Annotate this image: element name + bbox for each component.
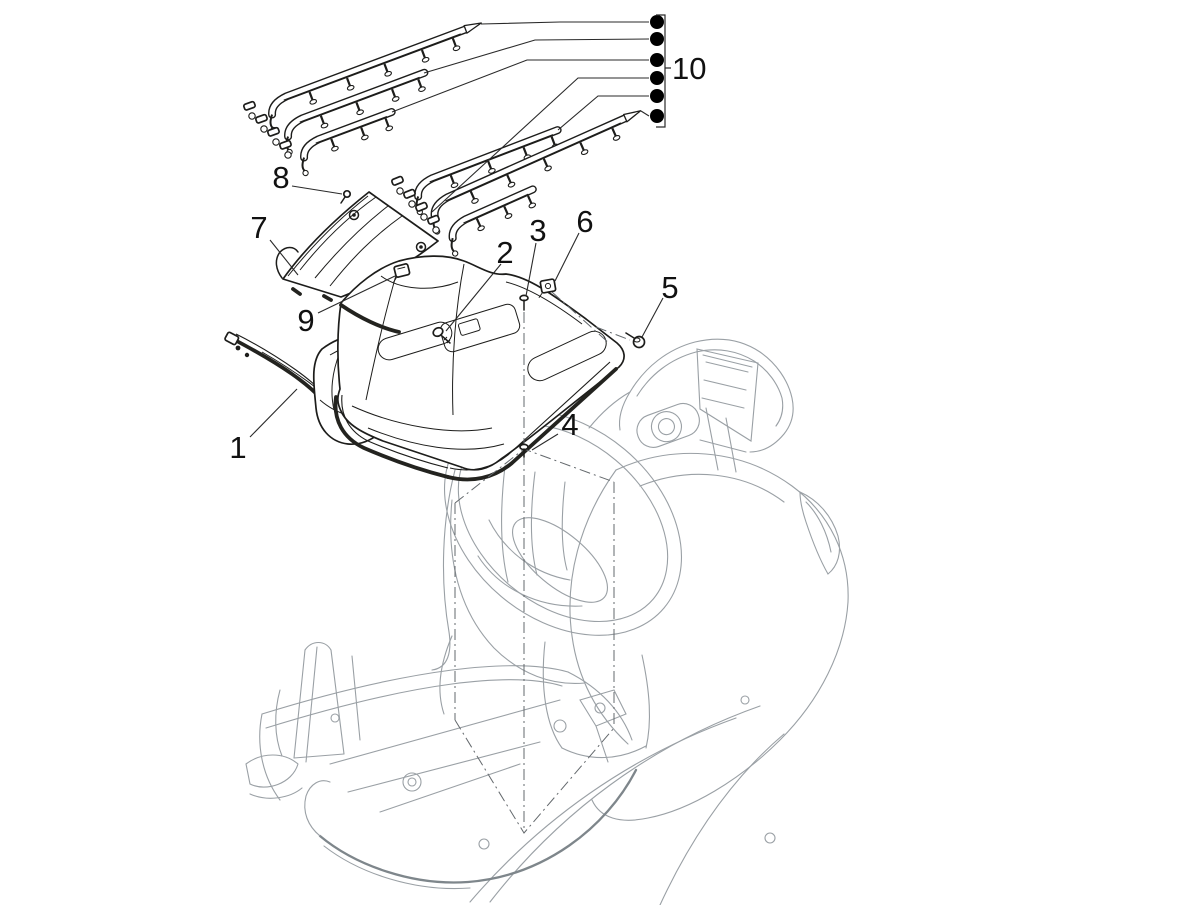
part-label-8: 8 <box>272 160 289 195</box>
screw-2 <box>432 326 451 344</box>
inspection-cover <box>275 191 439 302</box>
clip-6 <box>538 278 557 299</box>
central-cover <box>333 255 625 482</box>
fasteners <box>340 189 646 458</box>
projection-lines <box>454 291 631 834</box>
part-label-4: 4 <box>561 407 578 442</box>
screw-4 <box>519 443 529 458</box>
part-label-5: 5 <box>661 270 678 305</box>
strip-end-fittings-right <box>390 175 440 234</box>
callouts: 1 2 3 4 5 6 7 8 9 10 <box>229 14 706 465</box>
clip-9 <box>393 263 411 283</box>
part-label-1: 1 <box>229 430 246 465</box>
screw-3 <box>519 294 529 311</box>
screw-8 <box>340 189 352 204</box>
floor-strips-left-group <box>242 22 482 177</box>
part-label-3: 3 <box>529 213 546 248</box>
group-dot <box>650 71 664 85</box>
frame-artwork <box>245 338 849 905</box>
part-label-6: 6 <box>576 204 593 239</box>
group-dot <box>650 15 664 29</box>
rubber-strip-long-left <box>268 22 482 134</box>
group-bracket <box>656 14 671 128</box>
part-label-7: 7 <box>250 210 267 245</box>
group-dot <box>650 32 664 46</box>
rubber-strip-short-right <box>448 185 537 257</box>
group-dot <box>650 53 664 67</box>
group-dot <box>650 109 664 123</box>
strip-end-fittings-left <box>242 100 292 159</box>
part-label-9: 9 <box>297 303 314 338</box>
rubber-strip-short-left <box>300 107 396 177</box>
rubber-strip-medium-left <box>284 68 429 156</box>
rubber-strip-medium-right <box>414 126 562 216</box>
part-label-10: 10 <box>672 51 706 86</box>
group-dot <box>650 89 664 103</box>
screw-5 <box>625 332 646 349</box>
part-label-2: 2 <box>496 235 513 270</box>
